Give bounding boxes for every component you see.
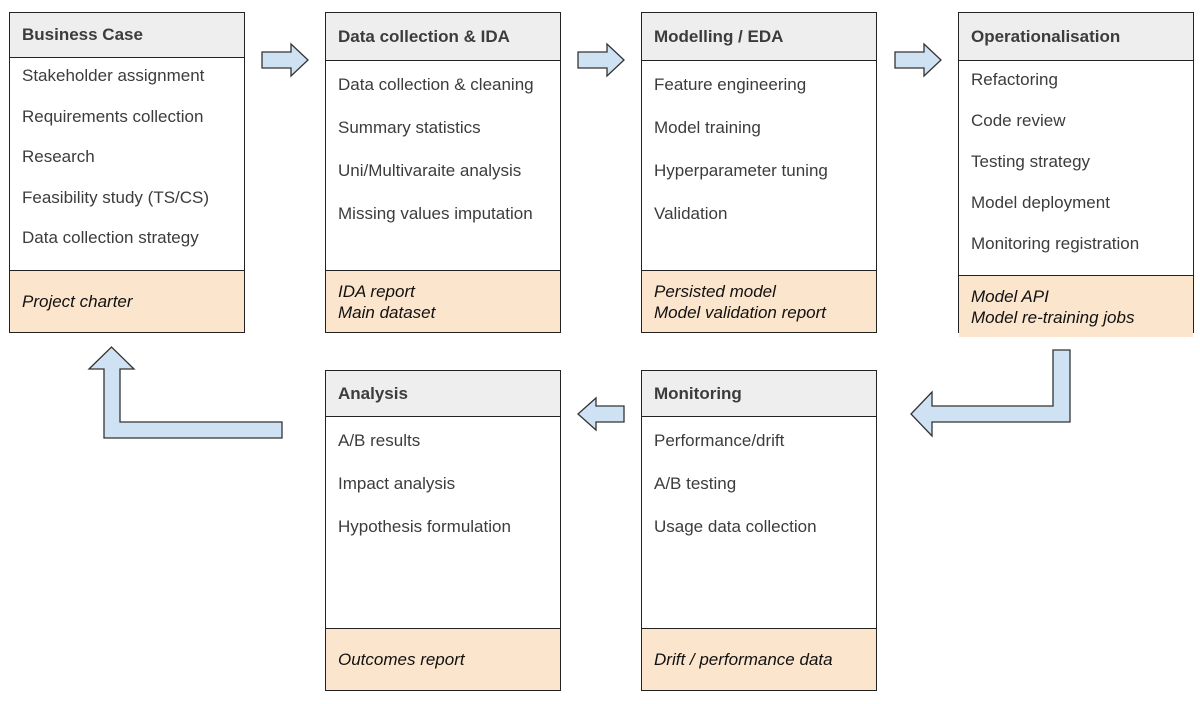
arrow-operationalisation-to-monitoring bbox=[910, 349, 1071, 438]
stage-task: Validation bbox=[654, 204, 728, 223]
stage-task: A/B results bbox=[338, 431, 421, 450]
stage-task-list: Stakeholder assignment Requirements coll… bbox=[10, 58, 244, 270]
stage-task: Research bbox=[22, 147, 95, 167]
stage-task: Model training bbox=[654, 118, 761, 137]
stage-task: Data collection & cleaning bbox=[338, 75, 534, 94]
arrow-data-to-modelling bbox=[577, 42, 625, 78]
arrow-modelling-to-operationalisation bbox=[894, 42, 942, 78]
stage-operationalisation: Operationalisation Refactoring Code revi… bbox=[958, 12, 1194, 337]
stage-task: A/B testing bbox=[654, 474, 737, 493]
stage-task: Testing strategy bbox=[971, 152, 1091, 171]
stage-task-list: A/B results Impact analysis Hypothesis f… bbox=[326, 417, 560, 628]
stage-task-list: Data collection & cleaning Summary stati… bbox=[326, 61, 560, 270]
stage-outputs: Drift / performance data bbox=[642, 628, 876, 690]
stage-output: Outcomes report bbox=[338, 650, 465, 669]
stage-outputs: Persisted model Model validation report bbox=[642, 270, 876, 332]
stage-data-collection: Data collection & IDA Data collection & … bbox=[325, 12, 561, 333]
stage-title: Data collection & IDA bbox=[326, 13, 560, 61]
arrow-analysis-to-business bbox=[87, 346, 283, 439]
stage-output: IDA report bbox=[338, 281, 415, 301]
arrow-monitoring-to-analysis bbox=[577, 396, 625, 432]
stage-title: Business Case bbox=[10, 13, 244, 58]
stage-business-case: Business Case Stakeholder assignment Req… bbox=[9, 12, 245, 333]
stage-monitoring: Monitoring Performance/drift A/B testing… bbox=[641, 370, 877, 691]
stage-task: Summary statistics bbox=[338, 118, 481, 137]
stage-title: Operationalisation bbox=[959, 13, 1193, 61]
stage-task: Usage data collection bbox=[654, 517, 817, 536]
stage-task-list: Refactoring Code review Testing strategy… bbox=[959, 61, 1193, 275]
stage-task: Impact analysis bbox=[338, 474, 456, 493]
arrow-business-to-data bbox=[261, 42, 309, 78]
stage-outputs: IDA report Main dataset bbox=[326, 270, 560, 332]
stage-task: Hyperparameter tuning bbox=[654, 161, 828, 180]
stage-output: Model re-training jobs bbox=[971, 307, 1135, 327]
stage-task: Monitoring registration bbox=[971, 234, 1140, 253]
stage-outputs: Project charter bbox=[10, 270, 244, 332]
stage-task: Code review bbox=[971, 111, 1066, 130]
stage-task: Performance/drift bbox=[654, 431, 785, 450]
stage-output: Persisted model bbox=[654, 281, 776, 301]
stage-task: Hypothesis formulation bbox=[338, 517, 511, 536]
stage-task-list: Performance/drift A/B testing Usage data… bbox=[642, 417, 876, 628]
stage-output: Main dataset bbox=[338, 302, 436, 322]
stage-output: Project charter bbox=[22, 292, 133, 311]
stage-output: Model validation report bbox=[654, 302, 826, 322]
stage-task: Feature engineering bbox=[654, 75, 807, 94]
stage-output: Model API bbox=[971, 286, 1049, 306]
stage-task-list: Feature engineering Model training Hyper… bbox=[642, 61, 876, 270]
stage-task: Refactoring bbox=[971, 70, 1058, 89]
stage-task: Data collection strategy bbox=[22, 228, 199, 248]
stage-title: Modelling / EDA bbox=[642, 13, 876, 61]
stage-task: Uni/Multivaraite analysis bbox=[338, 161, 522, 180]
stage-task: Stakeholder assignment bbox=[22, 66, 205, 85]
stage-task: Feasibility study (TS/CS) bbox=[22, 187, 210, 207]
stage-title: Monitoring bbox=[642, 371, 876, 417]
stage-analysis: Analysis A/B results Impact analysis Hyp… bbox=[325, 370, 561, 691]
stage-modelling: Modelling / EDA Feature engineering Mode… bbox=[641, 12, 877, 333]
stage-outputs: Outcomes report bbox=[326, 628, 560, 690]
stage-outputs: Model API Model re-training jobs bbox=[959, 275, 1193, 337]
stage-output: Drift / performance data bbox=[654, 650, 833, 669]
stage-title: Analysis bbox=[326, 371, 560, 417]
stage-task: Requirements collection bbox=[22, 106, 204, 126]
stage-task: Model deployment bbox=[971, 193, 1110, 212]
stage-task: Missing values imputation bbox=[338, 204, 533, 223]
